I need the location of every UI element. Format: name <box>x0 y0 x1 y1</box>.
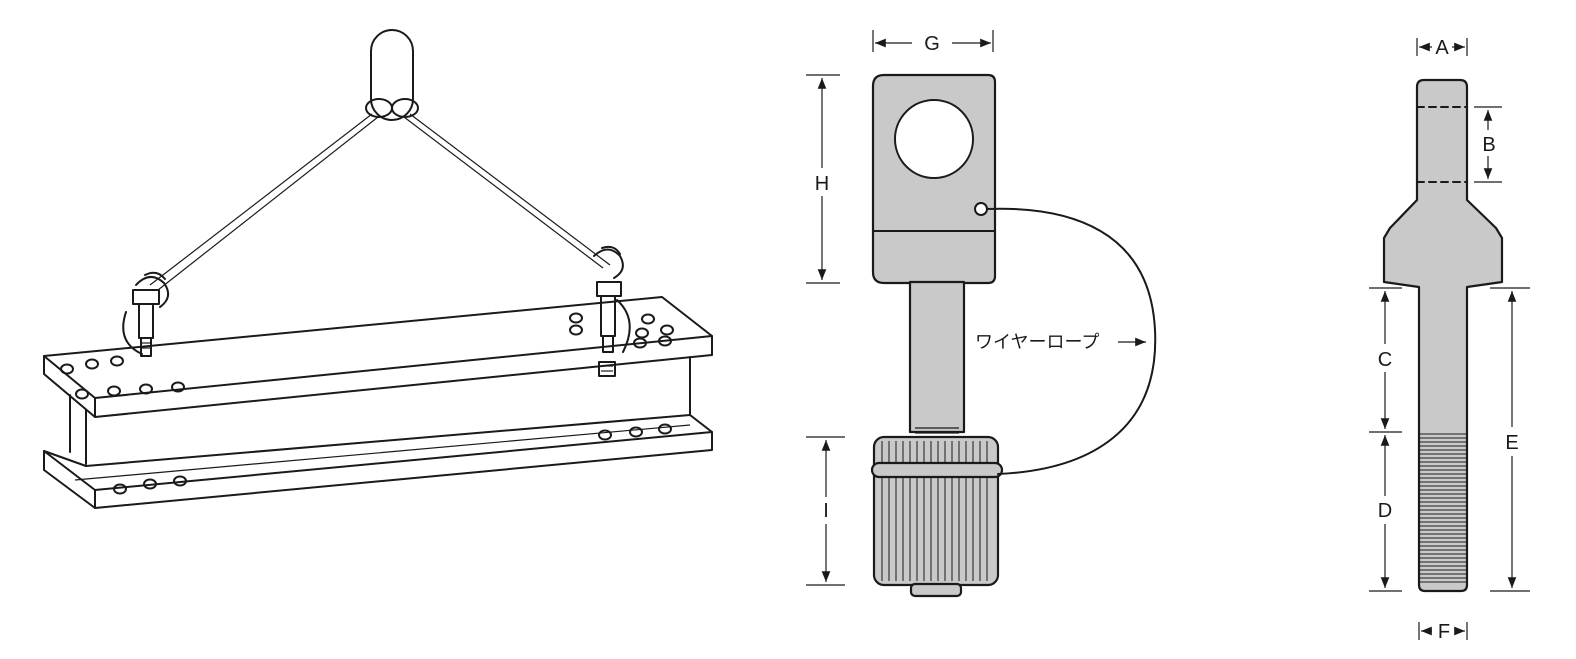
dimension-d: D <box>1369 435 1402 592</box>
dimension-b: B <box>1474 106 1502 183</box>
bolt-holes <box>60 312 674 495</box>
pin-body <box>1382 78 1504 593</box>
dimension-i: I <box>806 436 845 586</box>
lug-assembly-left <box>122 271 170 357</box>
dimension-e: E <box>1490 287 1530 592</box>
wire-attachment-point <box>974 202 988 216</box>
knurled-handle <box>870 435 1004 598</box>
hoist-ring <box>370 29 414 121</box>
dimension-f: F <box>1418 621 1468 643</box>
pin-drawing: A B C D <box>1369 37 1530 643</box>
eye-hole <box>894 99 974 179</box>
sling-link-right <box>391 98 419 118</box>
dimension-e-label: E <box>1505 432 1518 454</box>
dimension-a: A <box>1416 37 1468 59</box>
dimension-c-label: C <box>1378 349 1392 371</box>
dimension-f-label: F <box>1438 621 1450 643</box>
dimension-g-label: G <box>924 33 940 55</box>
beam-lifting-illustration <box>43 29 713 509</box>
lug-assembly-right <box>593 245 631 377</box>
dimension-h-label: H <box>815 173 829 195</box>
dimension-h: H <box>806 74 840 284</box>
dimension-c: C <box>1369 287 1402 433</box>
i-beam <box>43 296 713 509</box>
wire-rope-label: ワイヤーロープ <box>975 332 1099 353</box>
thread-lines <box>1420 433 1466 583</box>
wire-sling <box>149 113 611 291</box>
dimension-d-label: D <box>1378 500 1392 522</box>
lifting-lug-drawing: ワイヤーロープ G H I <box>806 30 1157 598</box>
dimension-g: G <box>872 30 994 55</box>
dimension-a-label: A <box>1435 37 1449 59</box>
dimension-i-label: I <box>823 500 829 522</box>
wire-rope <box>986 207 1157 475</box>
dimension-b-label: B <box>1482 134 1495 156</box>
lug-shank <box>908 280 966 434</box>
